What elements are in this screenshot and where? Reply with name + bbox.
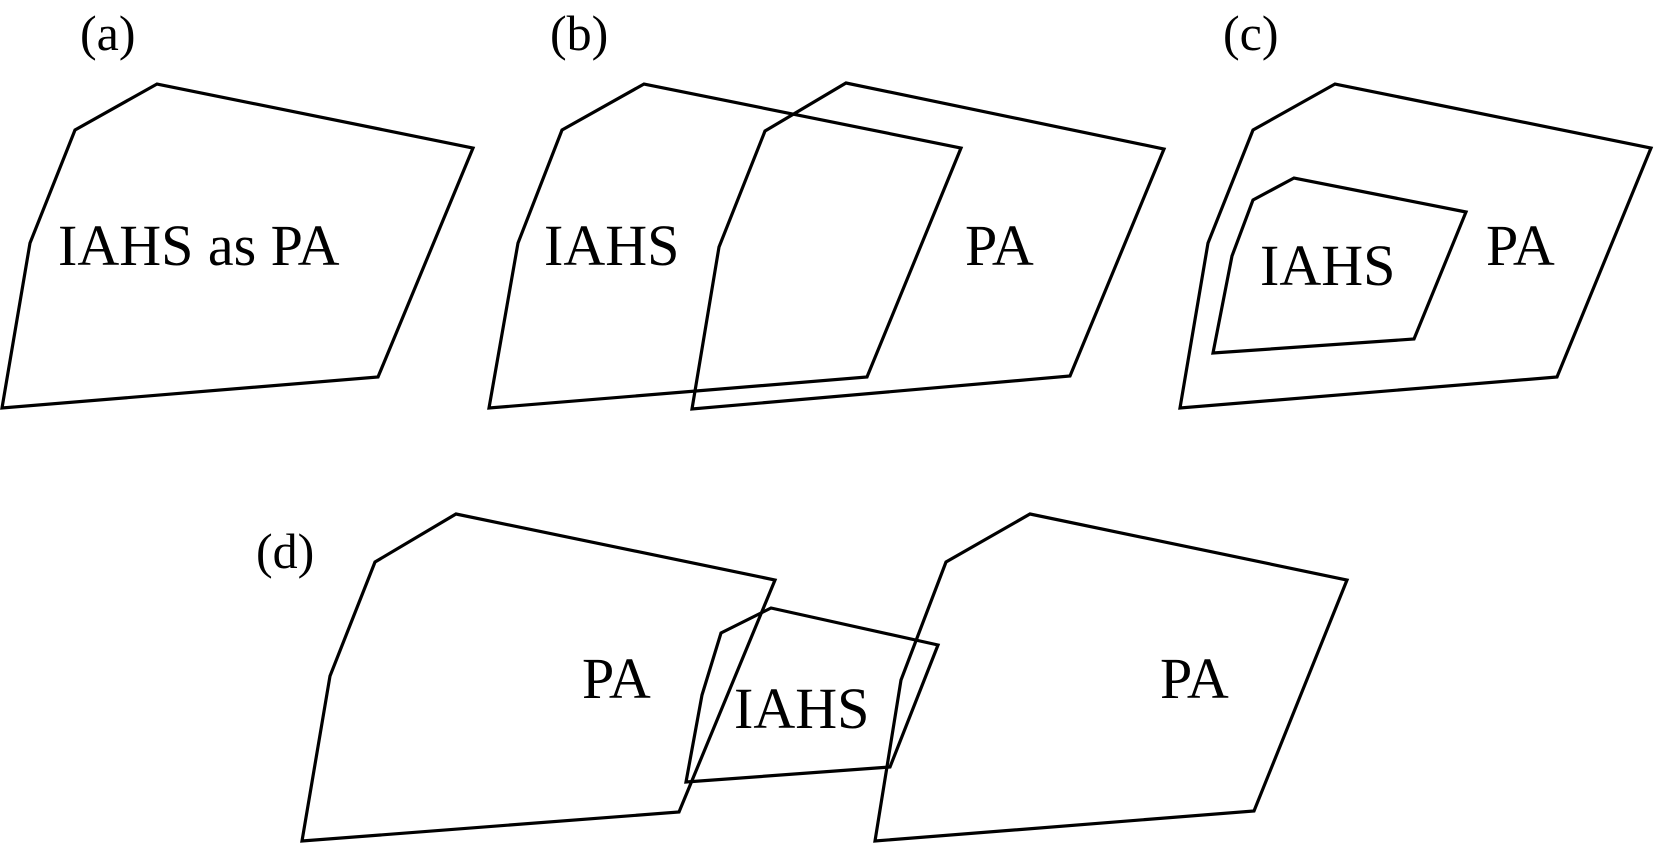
panel-c-pa-shape — [1178, 82, 1654, 410]
panel-b-iahs-shape — [487, 82, 964, 410]
panel-a: (a) IAHS as PA — [0, 5, 476, 410]
panel-b-iahs-label: IAHS — [544, 213, 679, 278]
panel-a-iahs-pa-shape — [0, 82, 476, 410]
panel-c-label: (c) — [1223, 5, 1279, 61]
panel-d-label: (d) — [256, 523, 314, 579]
panel-a-label: (a) — [80, 5, 136, 61]
panel-d-right-pa-label: PA — [1160, 646, 1229, 711]
panel-d-iahs-label: IAHS — [734, 676, 869, 741]
panel-c: (c) IAHS PA — [1178, 5, 1654, 410]
panel-d-left-pa-shape — [300, 512, 778, 843]
panel-b-label: (b) — [550, 5, 608, 61]
panel-b-pa-label: PA — [965, 213, 1034, 278]
panel-c-pa-label: PA — [1486, 213, 1555, 278]
panel-c-iahs-shape — [1211, 176, 1469, 355]
panel-a-region-label: IAHS as PA — [58, 213, 340, 278]
panel-d-iahs-shape — [684, 606, 941, 784]
panel-b: (b) IAHS PA — [487, 5, 1167, 411]
panel-c-iahs-label: IAHS — [1260, 233, 1395, 298]
panel-b-pa-shape — [690, 81, 1167, 411]
panel-d-right-pa-shape — [873, 512, 1350, 843]
panel-d-left-pa-label: PA — [582, 646, 651, 711]
panel-d: (d) PA IAHS PA — [256, 512, 1350, 843]
